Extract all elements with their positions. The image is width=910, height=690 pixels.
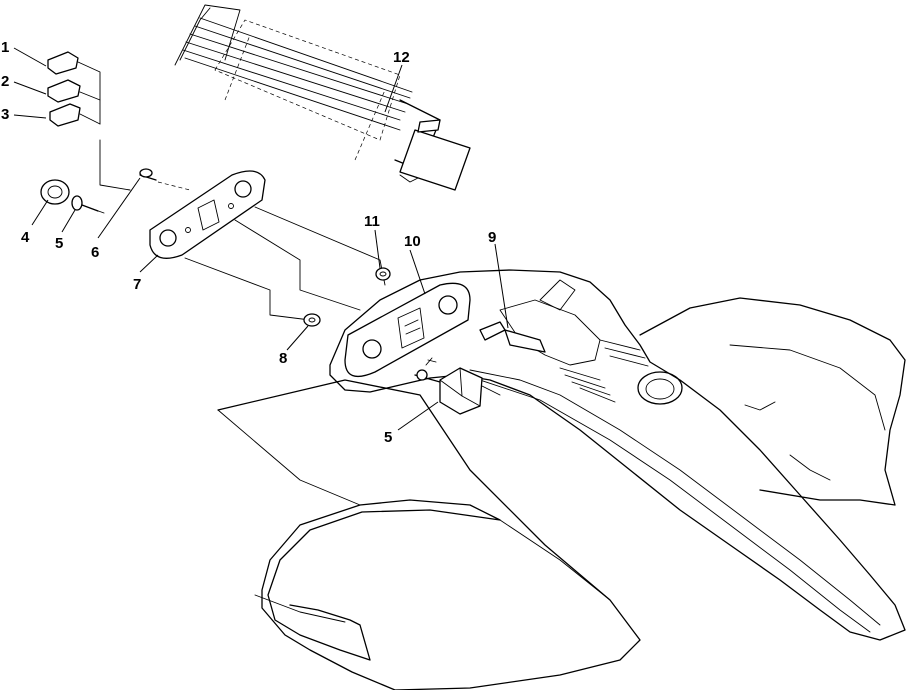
callout-4: 4 [21,229,30,246]
wire-harness [174,4,471,191]
callout-1: 1 [1,39,9,56]
plug [479,321,546,353]
rear-plate [344,282,471,378]
connector-clips [47,51,131,191]
switch [414,357,501,415]
grommet-and-key [40,179,105,214]
mounting-plate [149,170,386,321]
washers [303,267,391,327]
callout-5-switch: 5 [384,429,392,446]
callout-3: 3 [1,106,9,123]
screw [139,168,191,191]
callout-10: 10 [404,233,421,250]
callout-11: 11 [364,213,380,230]
leader-lines [13,47,509,431]
callout-12: 12 [393,49,410,66]
callout-9: 9 [488,229,496,246]
front-fender [217,269,906,690]
callout-5-key: 5 [55,235,63,252]
callout-2: 2 [1,73,9,90]
callout-7: 7 [133,276,141,293]
callout-6: 6 [91,244,99,261]
callouts: 1 2 3 4 5 6 7 8 5 9 10 11 12 [1,39,496,446]
callout-8: 8 [279,350,287,367]
